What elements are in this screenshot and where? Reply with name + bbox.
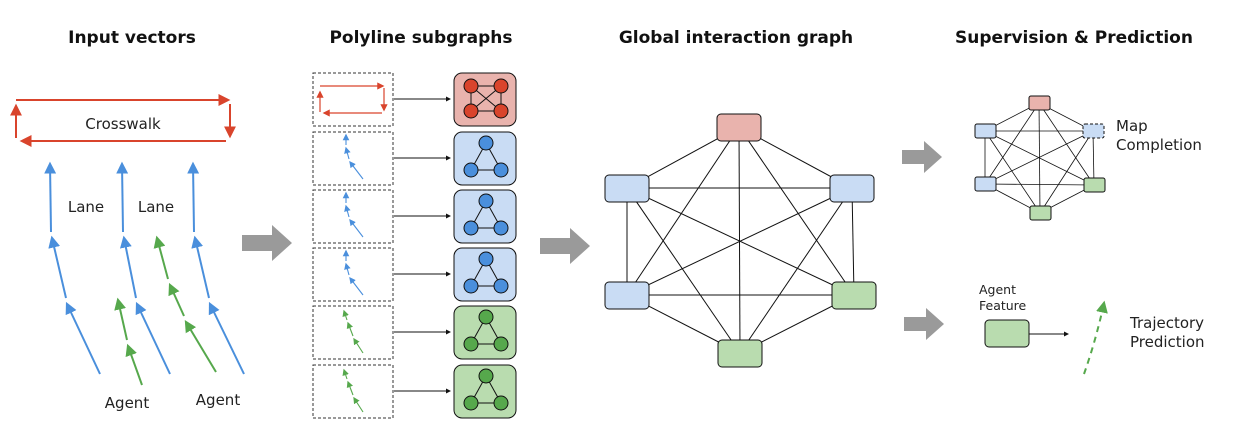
completion-node-masked (1082, 123, 1105, 139)
global-node-crosswalk (716, 113, 762, 142)
crosswalk-polyline (10, 94, 236, 147)
lane-label-left: Lane (68, 198, 104, 216)
completion-graph-edges (984, 102, 1095, 214)
completion-node-agent (1029, 205, 1052, 221)
map-label: Map (1116, 117, 1148, 135)
crosswalk-label: Crosswalk (85, 115, 161, 133)
global-node-lane (604, 174, 650, 203)
lane-label-right: Lane (138, 198, 174, 216)
subgraph-row-agent-2 (312, 364, 517, 419)
gray-block-arrow-icon (540, 228, 590, 264)
gray-block-arrow-icon (902, 141, 942, 173)
subgraph-row-lane-2 (312, 189, 517, 244)
agent-label-right: Agent (196, 391, 241, 409)
agent-feature-node (984, 319, 1030, 348)
title-polyline-subgraphs: Polyline subgraphs (329, 28, 512, 48)
completion-node-agent (1083, 177, 1106, 193)
gray-block-arrow-icon (242, 225, 292, 261)
completion-node-crosswalk (1028, 95, 1051, 111)
completion-node-lane (974, 123, 997, 139)
agent-trajectories (114, 235, 217, 386)
completion-node-lane (974, 176, 997, 192)
trajectory-label: Trajectory (1129, 314, 1204, 332)
global-node-lane (829, 174, 875, 203)
subgraph-row-lane-1 (312, 131, 517, 186)
predicted-trajectory (1083, 300, 1108, 375)
title-input-vectors: Input vectors (68, 28, 196, 48)
agent-label-left: Agent (105, 394, 150, 412)
title-global-interaction-graph: Global interaction graph (619, 28, 853, 48)
global-node-agent (831, 281, 877, 310)
global-node-lane (604, 281, 650, 310)
global-graph-edges (626, 126, 855, 354)
gray-block-arrow-icon (904, 308, 944, 340)
completion-label: Completion (1116, 136, 1202, 154)
subgraph-row-agent-1 (312, 305, 517, 360)
title-supervision-prediction: Supervision & Prediction (955, 28, 1193, 48)
subgraph-row-crosswalk (312, 72, 517, 127)
global-node-agent (717, 339, 763, 368)
agent-feature-label-1: Agent (979, 282, 1016, 297)
prediction-label: Prediction (1130, 333, 1205, 351)
lane-polylines (44, 161, 245, 375)
agent-feature-label-2: Feature (979, 298, 1027, 313)
subgraph-row-lane-3 (312, 247, 517, 302)
